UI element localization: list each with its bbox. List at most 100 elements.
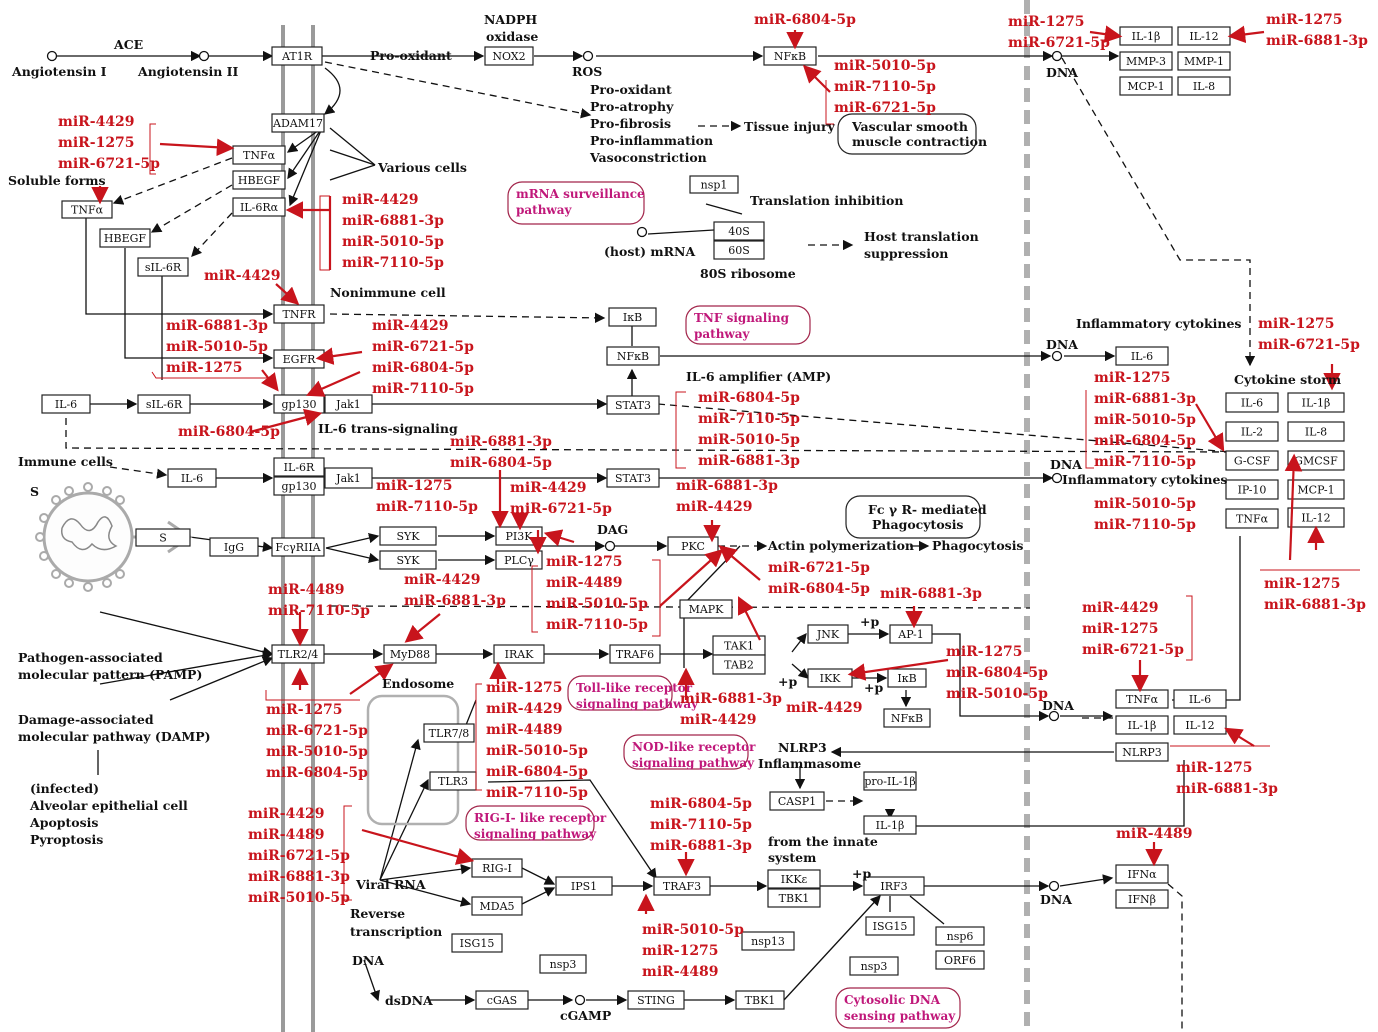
node-ifna[interactable]: IFNα (1116, 865, 1168, 883)
node-out-il8[interactable]: IL-8 (1178, 77, 1230, 95)
mirna-group-nfkb-right: miR-5010-5pmiR-7110-5pmiR-6721-5p (834, 58, 936, 116)
node-low-tnfa[interactable]: TNFα (1116, 690, 1168, 708)
node-jak1-a[interactable]: Jak1 (325, 395, 372, 413)
node-out-il6-mid[interactable]: IL-6 (1116, 347, 1168, 365)
node-jak1-b[interactable]: Jak1 (325, 468, 372, 488)
node-irak[interactable]: IRAK (494, 645, 544, 663)
node-ikb-top[interactable]: IκB (609, 308, 656, 326)
node-mapk[interactable]: MAPK (680, 600, 732, 618)
node-nsp3-b[interactable]: nsp3 (850, 957, 898, 975)
node-tbk1-a[interactable]: TBK1 (768, 889, 820, 907)
node-traf6[interactable]: TRAF6 (610, 645, 660, 663)
node-cs-il2[interactable]: IL-2 (1226, 422, 1278, 441)
node-pi3k[interactable]: PI3K (496, 527, 542, 545)
node-jnk[interactable]: JNK (808, 625, 848, 643)
node-irf3[interactable]: IRF3 (864, 877, 924, 895)
node-nfkb-top[interactable]: NFκB (764, 47, 816, 65)
node-hbegf-mem[interactable]: HBEGF (233, 171, 285, 189)
node-fcgriia[interactable]: FcγRIIA (272, 538, 324, 556)
node-gp130-a[interactable]: gp130 (274, 395, 324, 413)
node-sil6r-mid[interactable]: sIL-6R (138, 395, 190, 413)
node-out-mmp1[interactable]: MMP-1 (1178, 52, 1230, 70)
node-out-il12[interactable]: IL-12 (1178, 27, 1230, 45)
node-cs-tnfa[interactable]: TNFα (1226, 509, 1278, 528)
node-mda5[interactable]: MDA5 (472, 897, 522, 915)
node-cs-gcsf[interactable]: G-CSF (1226, 451, 1278, 470)
node-cs-il6[interactable]: IL-6 (1226, 393, 1278, 412)
node-il6-left[interactable]: IL-6 (42, 395, 90, 413)
node-tnfr[interactable]: TNFR (274, 305, 324, 323)
node-gp130-b[interactable]: gp130 (274, 477, 324, 495)
node-myd88[interactable]: MyD88 (384, 645, 436, 663)
node-tlr24[interactable]: TLR2/4 (272, 645, 324, 663)
node-tnfa-mem[interactable]: TNFα (233, 146, 285, 164)
node-stat3-b[interactable]: STAT3 (607, 469, 659, 487)
node-il6r[interactable]: IL-6R (274, 458, 324, 476)
node-tab2[interactable]: TAB2 (713, 655, 765, 674)
node-nsp1[interactable]: nsp1 (690, 176, 738, 193)
node-low-il1b[interactable]: IL-1β (1116, 716, 1168, 734)
mirna-label: miR-1275 (166, 360, 243, 376)
node-cgas[interactable]: cGAS (476, 991, 528, 1009)
node-il1b-low[interactable]: IL-1β (864, 816, 916, 834)
node-ap1[interactable]: AP-1 (890, 625, 932, 643)
node-egfr[interactable]: EGFR (274, 350, 324, 368)
node-stat3-a[interactable]: STAT3 (607, 396, 659, 414)
node-sil6r-sol[interactable]: sIL-6R (138, 258, 188, 276)
node-cs-il12[interactable]: IL-12 (1288, 508, 1344, 527)
node-out-mcp1[interactable]: MCP-1 (1120, 77, 1172, 95)
node-out-il1b[interactable]: IL-1β (1120, 27, 1172, 45)
node-cs-mcp1[interactable]: MCP-1 (1288, 480, 1344, 499)
node-ikb-low[interactable]: IκB (888, 669, 926, 687)
node-nox2[interactable]: NOX2 (485, 47, 533, 65)
node-proil1b[interactable]: pro-IL-1β (864, 772, 916, 790)
node-nsp13[interactable]: nsp13 (742, 932, 794, 950)
node-casp1[interactable]: CASP1 (770, 792, 824, 810)
node-r60s[interactable]: 60S (714, 241, 764, 259)
node-adam17[interactable]: ADAM17 (272, 114, 324, 132)
node-cs-gmcsf[interactable]: GMCSF (1288, 451, 1344, 470)
node-ikk[interactable]: IKK (808, 669, 852, 687)
node-tlr78[interactable]: TLR7/8 (424, 724, 474, 742)
node-isg15-a[interactable]: ISG15 (452, 934, 502, 952)
node-tbk1-b[interactable]: TBK1 (736, 991, 784, 1009)
node-nsp6[interactable]: nsp6 (936, 927, 984, 945)
node-syk-a[interactable]: SYK (380, 527, 436, 545)
node-il6-imm[interactable]: IL-6 (168, 469, 216, 487)
node-tak1[interactable]: TAK1 (713, 636, 765, 655)
node-tlr3[interactable]: TLR3 (430, 772, 476, 790)
node-ikke[interactable]: IKKε (768, 870, 820, 888)
node-tnfa-sol[interactable]: TNFα (62, 201, 112, 218)
node-cs-il8[interactable]: IL-8 (1288, 422, 1344, 441)
node-cs-il1b[interactable]: IL-1β (1288, 393, 1344, 412)
node-r40s[interactable]: 40S (714, 222, 764, 240)
fcgr-mediated-label: Fc γ R- mediated (868, 502, 987, 517)
node-s[interactable]: S (136, 529, 190, 546)
node-nlrp3[interactable]: NLRP3 (1116, 743, 1168, 761)
node-nsp3-a[interactable]: nsp3 (540, 955, 586, 973)
node-ips1[interactable]: IPS1 (556, 877, 612, 895)
node-hbegf-sol[interactable]: HBEGF (100, 229, 150, 247)
node-sting[interactable]: STING (628, 991, 684, 1009)
node-isg15-b[interactable]: ISG15 (866, 917, 914, 935)
node-cs-ip10[interactable]: IP-10 (1226, 480, 1278, 499)
node-nfkb-mid[interactable]: NFκB (607, 347, 659, 365)
node-nfkb-low[interactable]: NFκB (884, 709, 930, 727)
node-ifnb[interactable]: IFNβ (1116, 890, 1168, 908)
node-at1r[interactable]: AT1R (272, 47, 322, 65)
node-syk-b[interactable]: SYK (380, 551, 436, 569)
node-il6ra-mem[interactable]: IL-6Rα (233, 198, 285, 216)
node-out-mmp3[interactable]: MMP-3 (1120, 52, 1172, 70)
node-low-il6[interactable]: IL-6 (1174, 690, 1226, 708)
node-traf3[interactable]: TRAF3 (654, 877, 710, 895)
node-igg[interactable]: IgG (210, 538, 258, 556)
node-rigi[interactable]: RIG-I (472, 859, 522, 877)
node-low-il12[interactable]: IL-12 (1174, 716, 1226, 734)
node-orf6[interactable]: ORF6 (936, 951, 984, 969)
node-pkc[interactable]: PKC (668, 537, 718, 555)
